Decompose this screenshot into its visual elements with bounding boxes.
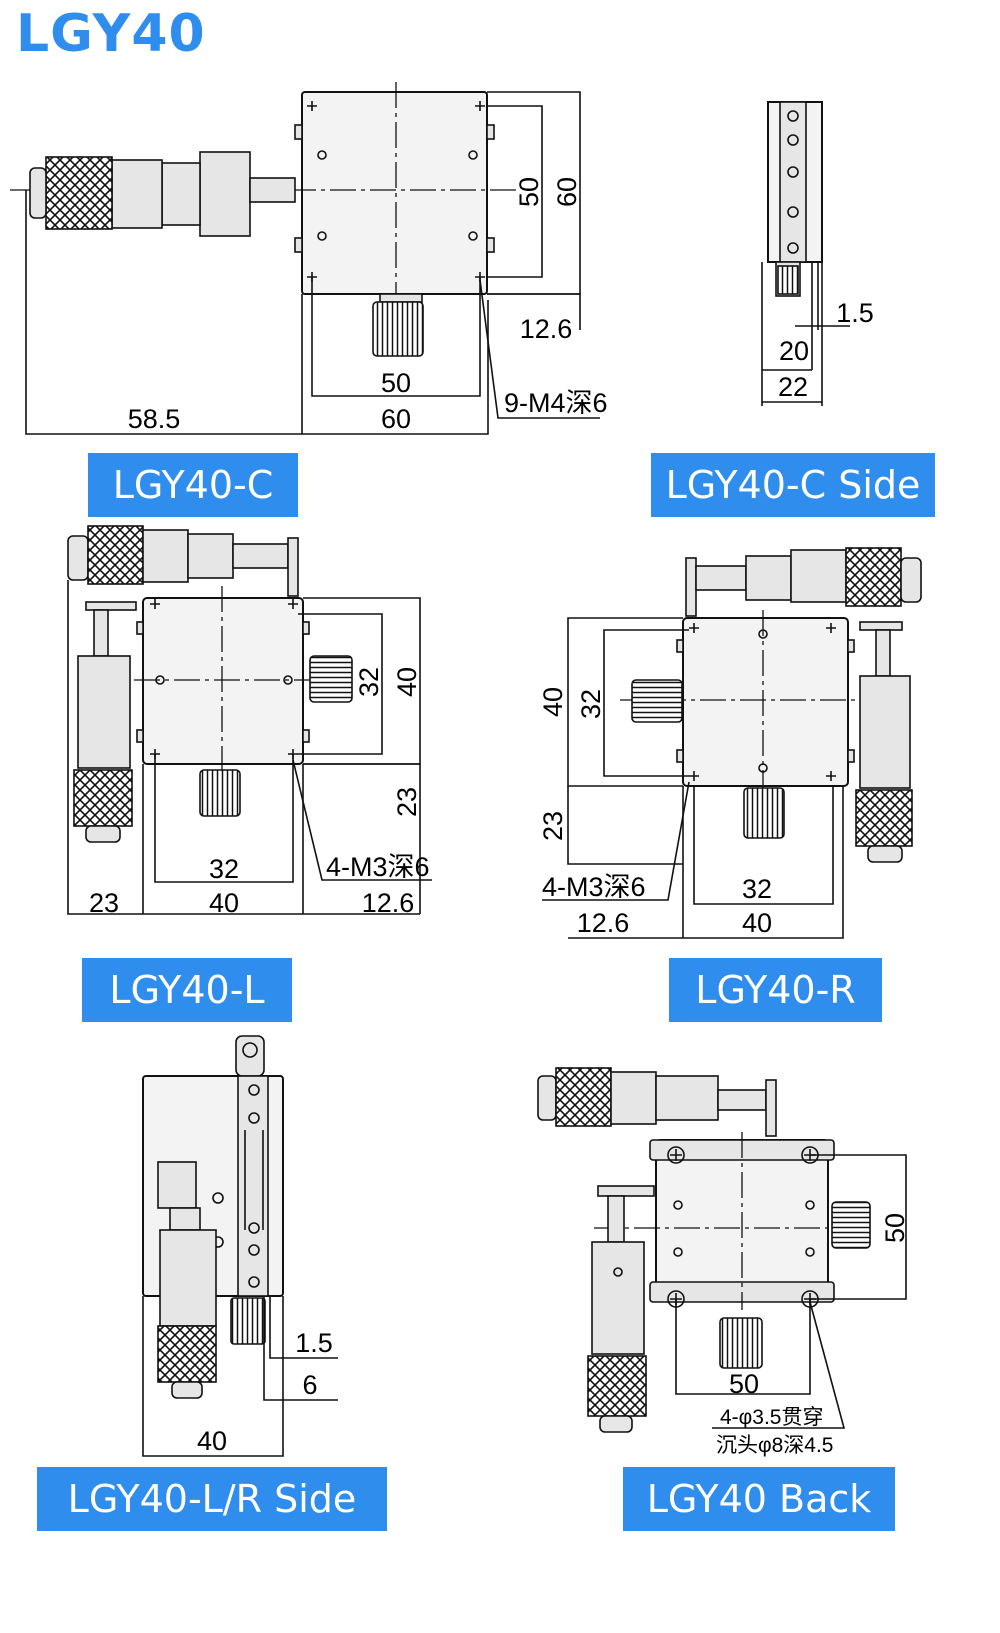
dim-back-holes-1: 4-φ3.5贯穿 [720, 1406, 823, 1429]
dim-c-side-22: 22 [778, 372, 808, 402]
dim-r-40-vertical: 40 [538, 687, 568, 717]
dim-c-12-6: 12.6 [520, 314, 573, 344]
dim-l-32-width: 32 [209, 854, 239, 884]
dim-lr-side-6: 6 [302, 1370, 317, 1400]
dim-c-50-vertical: 50 [514, 177, 544, 207]
label-lgy40-r: LGY40-R [669, 958, 882, 1022]
dim-l-12-6: 12.6 [362, 888, 415, 918]
label-lgy40-lr-side: LGY40-L/R Side [37, 1467, 387, 1531]
page-title: LGY40 [16, 4, 206, 64]
dim-back-50-width: 50 [729, 1369, 759, 1399]
dim-lr-side-40: 40 [197, 1426, 227, 1456]
drawing-lgy40-r: 40 32 23 4-M3深6 32 12.6 40 [538, 547, 922, 939]
label-lgy40-c-side: LGY40-C Side [651, 453, 935, 517]
dim-back-50-vertical: 50 [880, 1213, 910, 1243]
dim-c-holes: 9-M4深6 [504, 388, 608, 418]
label-lgy40-l: LGY40-L [82, 958, 292, 1022]
dim-back-holes-2: 沉头φ8深4.5 [716, 1434, 834, 1457]
dim-c-side-1-5: 1.5 [836, 298, 874, 328]
dim-c-side-20: 20 [779, 336, 809, 366]
dim-r-32-width: 32 [742, 874, 772, 904]
dim-l-40-width: 40 [209, 888, 239, 918]
dim-c-58-5: 58.5 [128, 404, 181, 434]
drawing-lgy40-back: 50 50 4-φ3.5贯穿 沉头φ8深4.5 [537, 1067, 910, 1457]
dim-l-23-vertical: 23 [392, 787, 422, 817]
dim-c-60-width: 60 [381, 404, 411, 434]
drawing-lgy40-c: 50 60 12.6 50 60 58.5 9-M4深6 [10, 82, 608, 435]
dim-l-40-vertical: 40 [392, 667, 422, 697]
dim-l-32-vertical: 32 [354, 667, 384, 697]
dim-c-50-width: 50 [381, 368, 411, 398]
dim-r-holes: 4-M3深6 [542, 872, 646, 902]
dim-l-23-width: 23 [89, 888, 119, 918]
drawing-lgy40-lr-side: 1.5 6 40 [142, 1035, 338, 1457]
label-lgy40-back: LGY40 Back [623, 1467, 895, 1531]
dim-r-32-vertical: 32 [576, 689, 606, 719]
dim-r-23-vertical: 23 [538, 811, 568, 841]
dim-lr-side-1-5: 1.5 [295, 1328, 333, 1358]
dim-r-12-6: 12.6 [577, 908, 630, 938]
dim-r-40-width: 40 [742, 908, 772, 938]
label-lgy40-c: LGY40-C [88, 453, 298, 517]
drawing-lgy40-c-side: 1.5 20 22 [761, 101, 874, 406]
drawing-lgy40-l: 32 40 23 4-M3深6 32 23 40 12.6 [67, 525, 432, 918]
dim-l-holes: 4-M3深6 [326, 852, 430, 882]
dim-c-60-vertical: 60 [552, 177, 582, 207]
